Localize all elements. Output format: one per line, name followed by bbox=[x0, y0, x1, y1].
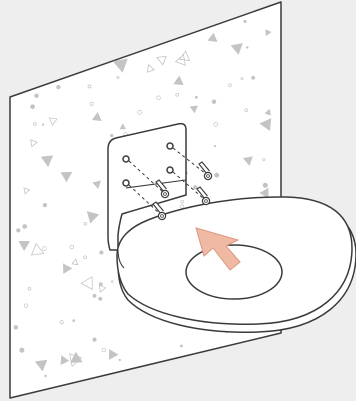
wall-speckle bbox=[119, 359, 121, 361]
wall-speckle bbox=[100, 251, 103, 254]
wall-speckle bbox=[263, 183, 267, 187]
wall-speckle bbox=[246, 47, 248, 49]
wall-speckle bbox=[214, 145, 216, 147]
wall-speckle bbox=[215, 173, 219, 177]
plate-center-hole bbox=[186, 245, 282, 299]
wall-speckle bbox=[93, 294, 96, 297]
wall-speckle bbox=[99, 297, 102, 300]
wall-speckle bbox=[93, 338, 97, 342]
wall-speckle bbox=[244, 20, 246, 22]
wall-speckle bbox=[20, 348, 24, 352]
wall-speckle bbox=[180, 345, 182, 347]
wall-speckle bbox=[42, 124, 44, 126]
wall-speckle bbox=[17, 229, 20, 232]
wall-speckle bbox=[252, 76, 255, 79]
wall-speckle bbox=[23, 225, 27, 229]
wall-speckle bbox=[38, 361, 41, 364]
wall-speckle bbox=[14, 326, 18, 330]
wall-speckle bbox=[45, 375, 47, 377]
wall-speckle bbox=[99, 283, 102, 286]
wall-speckle bbox=[73, 320, 75, 322]
wall-speckle bbox=[43, 203, 47, 207]
wall-speckle bbox=[195, 96, 197, 98]
wall-speckle bbox=[31, 105, 35, 109]
wall-speckle bbox=[35, 94, 39, 98]
wall-speckle bbox=[57, 85, 61, 89]
wall-speckle bbox=[212, 100, 216, 104]
wall-speckle bbox=[111, 134, 114, 137]
